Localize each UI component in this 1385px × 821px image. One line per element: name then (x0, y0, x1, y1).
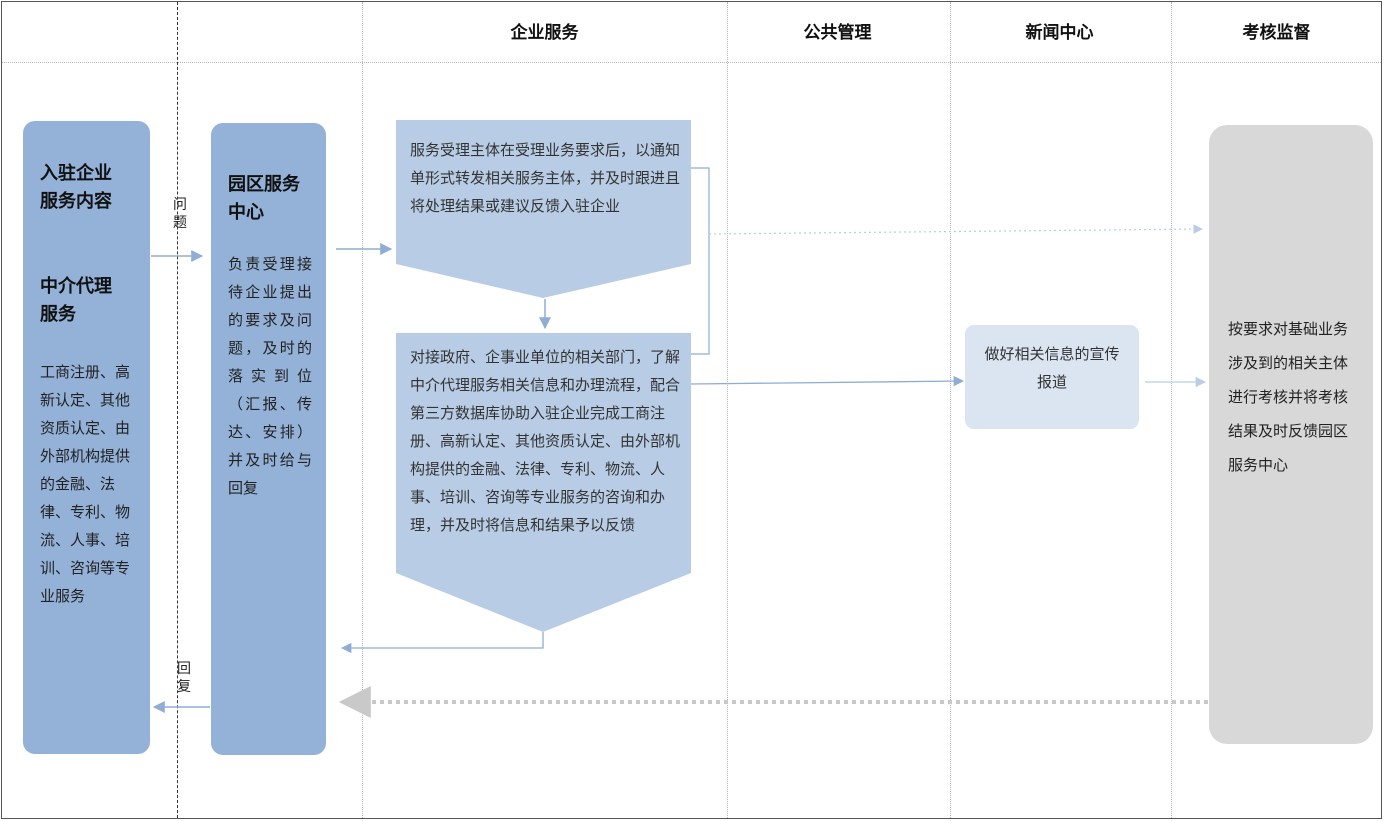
service-center-text: 负责受理接待企业提出的要求及问题，及时的落实到位（汇报、传达、安排）并及时给与回… (228, 255, 312, 497)
supervision-box (1209, 125, 1373, 744)
enterprise-lane-box (23, 121, 150, 754)
lane-divider (1171, 2, 1172, 818)
enterprise-lane-title: 入驻企业服务内容 (40, 163, 112, 212)
lane-divider (727, 2, 728, 818)
task-news-shape (965, 325, 1139, 429)
question-label: 问题 (173, 197, 187, 231)
column-title-public-management: 公共管理 (803, 23, 872, 43)
column-title-supervision: 考核监督 (1242, 23, 1311, 43)
column-title-enterprise-service: 企业服务 (510, 23, 579, 43)
forward-to-supervision-arrow (708, 224, 1203, 235)
reply-label: 回复 (177, 661, 191, 695)
task-intermediary-shape (396, 333, 691, 632)
intermediary-service-title: 中介代理服务 (40, 276, 112, 325)
intermediary-to-news-arrow (690, 375, 965, 387)
forward-intermediary-bracket (691, 167, 710, 355)
service-center-title: 园区服务中心 (228, 174, 300, 223)
header-divider (2, 62, 1381, 63)
lane-divider (950, 2, 951, 818)
task-forward-shape (396, 120, 691, 298)
task-intermediary-text: 对接政府、企事业单位的相关部门，了解中介代理服务相关信息和办理流程，配合第三方数… (410, 348, 681, 534)
enterprise-lane-text: 工商注册、高新认定、其他资质认定、由外部机构提供的金融、法律、专利、物流、人事、… (40, 363, 131, 605)
service-center-box (211, 123, 326, 755)
lane-divider (177, 2, 178, 818)
supervision-text: 按要求对基础业务涉及到的相关主体进行考核并将考核结果及时反馈园区服务中心 (1228, 320, 1349, 474)
task-forward-text: 服务受理主体在受理业务要求后，以通知单形式转发相关服务主体，并及时跟进且将处理结… (410, 141, 681, 215)
column-title-news-center: 新闻中心 (1025, 23, 1094, 43)
intermediary-to-center-arrow (340, 632, 544, 654)
task-news-text: 做好相关信息的宣传报道 (984, 345, 1120, 391)
lane-divider (362, 2, 363, 818)
